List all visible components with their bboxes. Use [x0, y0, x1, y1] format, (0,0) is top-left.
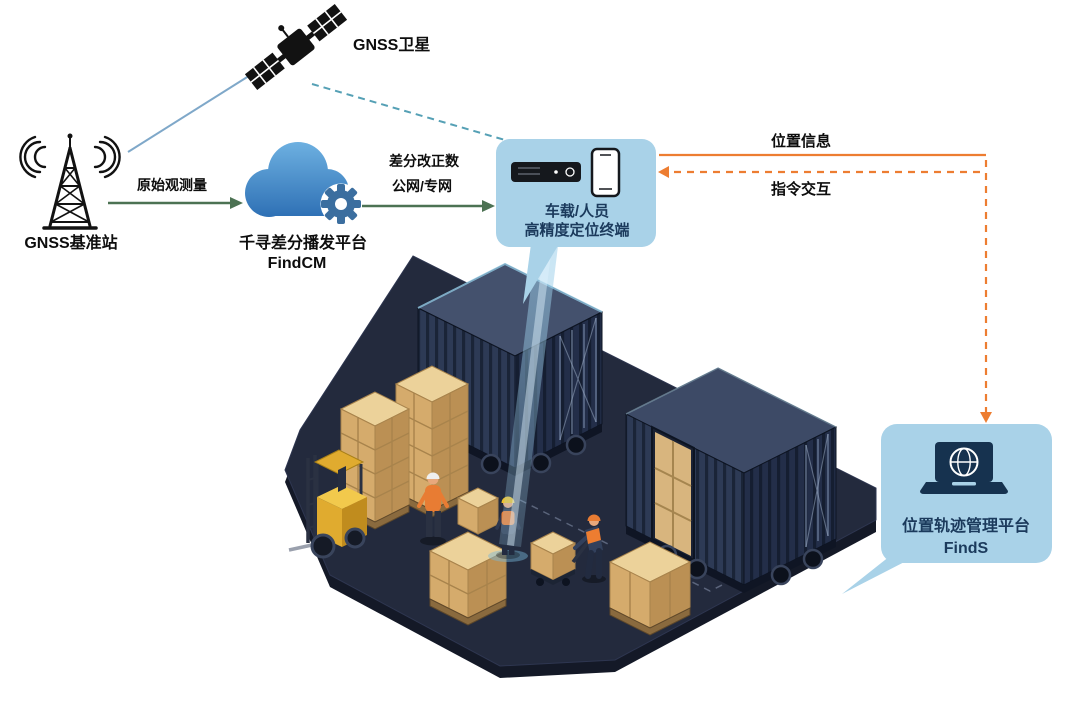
box-pallet-left [428, 531, 508, 626]
box-pallet-mid [608, 541, 692, 636]
media-player-icon [511, 162, 581, 182]
laptop-globe-icon [920, 442, 1008, 494]
smartphone-icon [590, 147, 621, 198]
terminal-card [496, 139, 656, 304]
terminal-card-line2: 高精度定位终端 [524, 222, 630, 239]
raw-observation-label: 原始观测量 [137, 177, 207, 193]
terminal-card-line1: 车载/人员 [544, 203, 610, 220]
arrow-position-info [659, 153, 992, 423]
arrow-corrections [362, 200, 495, 212]
forklift [288, 449, 367, 559]
position-info-label: 位置信息 [770, 133, 832, 150]
corrections-label-line2: 公网/专网 [392, 178, 452, 194]
command-label: 指令交互 [770, 181, 832, 198]
arrow-command [658, 166, 980, 178]
single-box [456, 487, 500, 535]
cloud-icon [245, 142, 349, 217]
gear-icon [320, 183, 362, 225]
radio-tower-icon [19, 133, 121, 230]
management-card-name: 位置轨迹管理平台 [901, 518, 1031, 535]
signal-waves-left-icon [19, 135, 47, 179]
shipping-container-right [624, 367, 838, 593]
satellite-label: GNSS卫星 [353, 37, 431, 54]
management-card [842, 424, 1052, 594]
base-station-label: GNSS基准站 [24, 235, 118, 252]
management-card-product: FindS [943, 540, 989, 557]
cloud-platform-product: FindCM [267, 255, 327, 272]
corrections-label-line1: 差分改正数 [389, 153, 459, 169]
warehouse-scene [284, 255, 877, 678]
link-satellite-terminal [311, 83, 506, 141]
pallet-jack [529, 531, 590, 586]
link-satellite-base [127, 73, 253, 153]
open-door-cargo [651, 425, 695, 562]
cloud-platform-name: 千寻差分播发平台 [238, 235, 368, 252]
satellite-icon [244, 4, 348, 90]
positioning-beam [499, 246, 558, 547]
worker-pushing [573, 514, 606, 583]
arrow-raw-observation [108, 197, 243, 209]
worker-carrying [417, 472, 449, 546]
signal-waves-right-icon [93, 135, 121, 179]
